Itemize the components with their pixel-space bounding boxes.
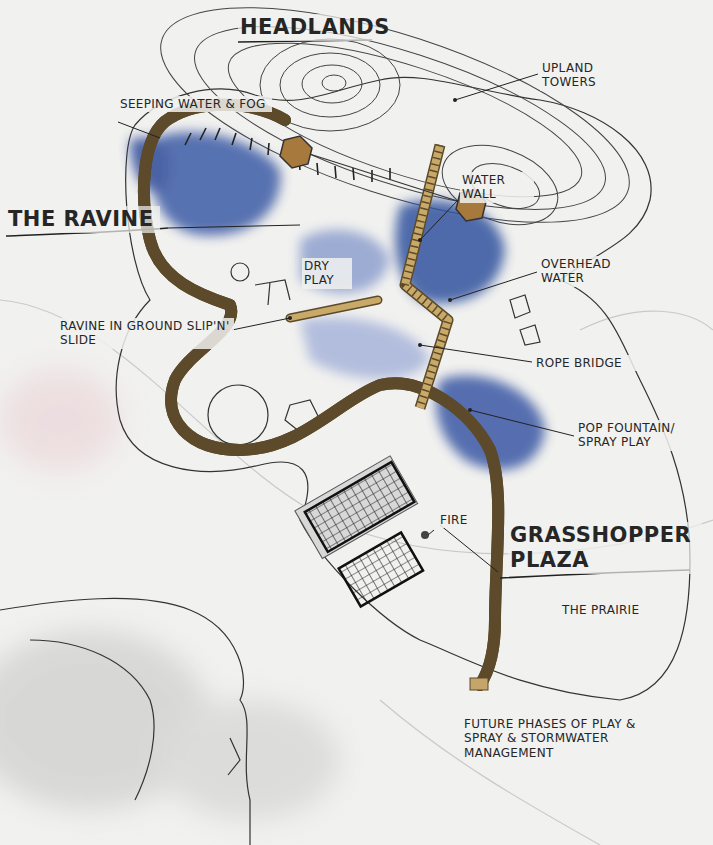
- area-name: THE RAVINE: [6, 206, 160, 233]
- area-name: GRASSHOPPER PLAZA: [508, 522, 702, 574]
- callout-label: WATER WALL: [460, 172, 534, 203]
- callout-label: OVERHEAD WATER: [539, 256, 653, 287]
- callout-label: UPLAND TOWERS: [540, 60, 634, 91]
- area-name: HEADLANDS: [238, 14, 382, 41]
- callout-label: FIRE: [438, 512, 482, 528]
- callout-label: RAVINE IN GROUND SLIP'N' SLIDE: [58, 318, 234, 349]
- callout-label: ROPE BRIDGE: [534, 355, 648, 371]
- callout-label: THE PRAIRIE: [560, 602, 674, 618]
- callout-label: DRY PLAY: [302, 258, 352, 289]
- callout-label: SEEPING WATER & FOG: [118, 96, 272, 112]
- note-label: FUTURE PHASES OF PLAY & SPRAY & STORMWAT…: [462, 716, 666, 761]
- callout-label: POP FOUNTAIN/ SPRAY PLAY: [576, 420, 705, 451]
